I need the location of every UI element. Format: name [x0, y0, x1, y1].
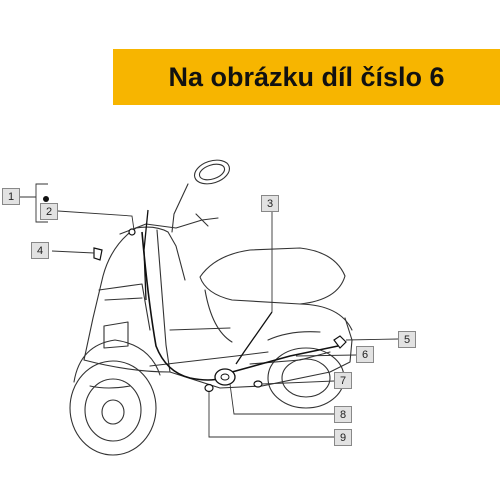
- rear-body: [267, 303, 353, 341]
- leader-6: [295, 354, 357, 357]
- callout-8: 8: [334, 406, 352, 423]
- rear-wheel: [267, 347, 345, 409]
- part-9-nut: [204, 383, 214, 393]
- steering-stem: [171, 183, 189, 233]
- front-wheel: [69, 360, 157, 456]
- callout-3: 3: [261, 195, 279, 212]
- leader-4: [51, 250, 95, 254]
- cable-hub: [214, 368, 236, 386]
- cable-3: [235, 311, 273, 365]
- title-banner: Na obrázku díl číslo 6: [113, 49, 500, 105]
- leader-9: [208, 392, 334, 438]
- part-5-bracket: [333, 335, 347, 349]
- callout-4: 4: [31, 242, 49, 259]
- cable-part-6: [141, 231, 339, 381]
- part-7-clip: [253, 380, 263, 388]
- seat: [199, 247, 346, 305]
- callout-5: 5: [398, 331, 416, 348]
- callout-1: 1: [2, 188, 20, 205]
- leg-shield: [98, 283, 151, 331]
- leader-2: [57, 210, 135, 231]
- scooter-body: [83, 226, 353, 389]
- part-1-marker: [43, 196, 49, 202]
- mirror: [193, 159, 231, 185]
- handlebar: [119, 217, 219, 235]
- leader-7: [261, 380, 335, 385]
- part-2-end: [128, 228, 136, 236]
- banner-title: Na obrázku díl číslo 6: [168, 61, 445, 92]
- leader-1: [20, 183, 48, 223]
- front-fender: [73, 339, 161, 383]
- callout-2: 2: [40, 203, 58, 220]
- cable-branch: [143, 209, 149, 301]
- leader-5: [345, 338, 399, 341]
- leader-8: [229, 383, 334, 415]
- floor: [149, 327, 269, 367]
- callout-9: 9: [334, 429, 352, 446]
- part-4-clip: [93, 247, 103, 261]
- callout-6: 6: [356, 346, 374, 363]
- callout-7: 7: [334, 372, 352, 389]
